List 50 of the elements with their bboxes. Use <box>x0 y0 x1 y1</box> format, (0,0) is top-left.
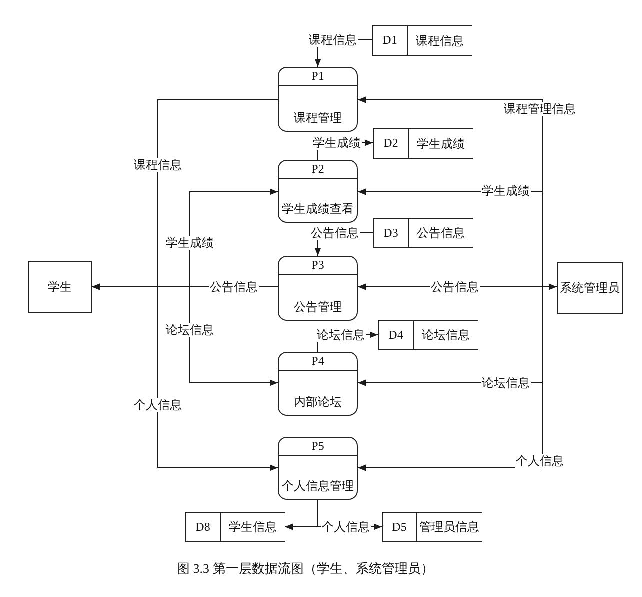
process-name: 个人信息管理 <box>282 479 354 493</box>
store-id: D4 <box>379 321 414 349</box>
data-store <box>382 512 482 542</box>
data-store <box>372 25 472 56</box>
process-name: 学生成绩查看 <box>282 202 354 216</box>
store-id: D1 <box>373 26 408 55</box>
process-number: P2 <box>279 161 357 179</box>
process-number: P4 <box>279 353 357 371</box>
process-name: 公告管理 <box>294 300 342 314</box>
caption: 图 3.3 第一层数据流图（学生、系统管理员） <box>177 561 434 577</box>
edge-label: 公告信息 <box>310 226 360 240</box>
edge-label: 学生成绩 <box>165 236 215 250</box>
process-box <box>278 437 358 500</box>
data-store <box>373 218 473 248</box>
arrow <box>284 524 318 530</box>
process-box <box>278 256 358 321</box>
store-name: 管理员信息 <box>420 520 480 534</box>
entity-box: 系统管理员 <box>557 262 623 314</box>
store-id: D5 <box>383 513 417 541</box>
process-number: P3 <box>279 257 357 275</box>
edge-label: 公告信息 <box>430 280 480 294</box>
edge-label: 学生成绩 <box>312 136 362 150</box>
store-name: 学生信息 <box>229 520 277 534</box>
store-id: D3 <box>374 219 409 247</box>
store-id: D2 <box>374 129 409 158</box>
edge-label: 论坛信息 <box>481 376 531 390</box>
process-box <box>278 67 358 132</box>
store-name: 学生成绩 <box>417 136 465 150</box>
edge-label: 个人信息 <box>133 398 183 412</box>
edge-label: 学生成绩 <box>481 184 531 198</box>
edge-label: 个人信息 <box>515 454 565 468</box>
edge-label: 论坛信息 <box>165 323 215 337</box>
store-name: 课程信息 <box>416 34 464 48</box>
process-name: 内部论坛 <box>294 395 342 409</box>
process-box <box>278 352 358 416</box>
edge-label: 公告信息 <box>209 280 259 294</box>
data-store <box>373 128 473 159</box>
edge-label: 论坛信息 <box>316 328 366 342</box>
data-store <box>378 320 478 350</box>
process-number: P1 <box>279 68 357 86</box>
edge-label: 课程管理信息 <box>503 102 577 116</box>
process-name: 课程管理 <box>294 111 342 125</box>
edge-label: 课程信息 <box>133 158 183 172</box>
store-id: D8 <box>186 513 221 541</box>
entity-box: 学生 <box>28 261 92 313</box>
store-name: 公告信息 <box>417 226 465 240</box>
process-box <box>278 160 358 223</box>
store-name: 论坛信息 <box>422 328 470 342</box>
data-store <box>185 512 285 542</box>
process-number: P5 <box>279 438 357 456</box>
